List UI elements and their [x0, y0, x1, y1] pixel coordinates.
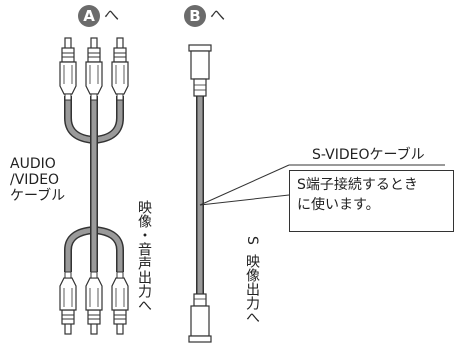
av-output-label: 映像・音声出力へ — [136, 200, 152, 312]
s-output-label-line2: 映像出力へ — [244, 254, 260, 324]
marker-a-arrow: へ — [104, 6, 120, 24]
usage-note-box: S端子接続するとき に使います。 — [289, 170, 454, 232]
note-leader-line — [199, 194, 290, 206]
marker-a-badge: A — [78, 5, 100, 27]
s-output-label-line1: S — [244, 236, 260, 245]
av-cable — [59, 37, 129, 334]
usage-note-line2: に使います。 — [297, 197, 380, 213]
usage-note-line1: S端子接続するとき — [297, 177, 418, 193]
s-cable-leader-line — [199, 164, 290, 206]
s-video-cable — [188, 44, 212, 343]
s-video-cable-label: S-VIDEOケーブル — [312, 147, 425, 163]
av-cable-label-line1: AUDIO — [10, 156, 56, 172]
marker-b-badge: B — [184, 5, 206, 27]
av-cable-label-line2: /VIDEO — [10, 172, 60, 188]
av-cable-label-line3: ケーブル — [10, 188, 66, 204]
marker-b-arrow: へ — [210, 6, 226, 24]
